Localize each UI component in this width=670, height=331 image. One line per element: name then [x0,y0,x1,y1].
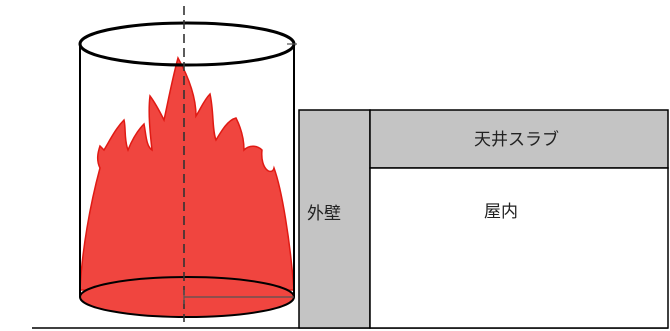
ceiling-slab [369,109,669,169]
flame [79,56,295,291]
indoor-room [369,167,669,329]
cylinder-top [78,21,296,67]
exterior-wall-label: 外壁 [307,204,341,224]
indoor-label: 屋内 [484,202,518,222]
exterior-wall [298,109,371,329]
ceiling-slab-label: 天井スラブ [474,129,559,150]
